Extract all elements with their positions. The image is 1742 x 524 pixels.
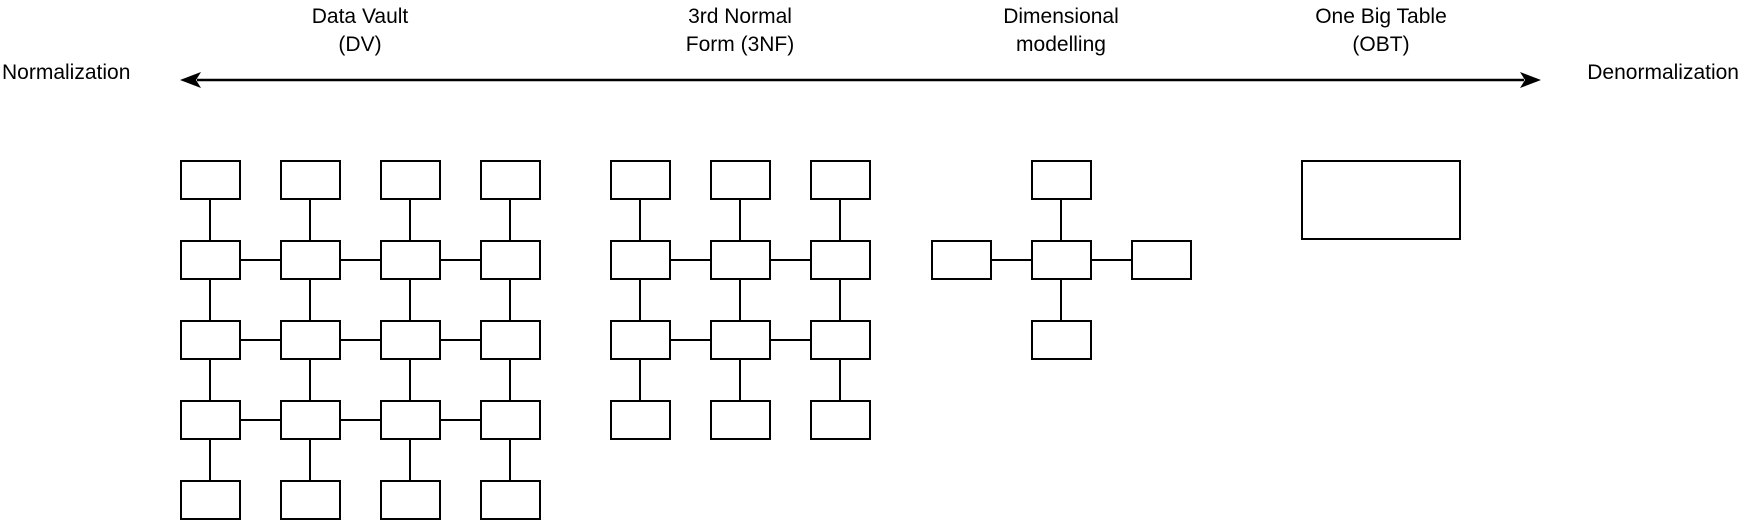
denormalization-label: Denormalization xyxy=(1587,61,1739,84)
connector-line xyxy=(839,200,841,240)
dimensional-modelling-dimension-table-box xyxy=(1031,160,1092,200)
connector-line xyxy=(639,280,641,320)
third-normal-form-table-box xyxy=(810,240,871,280)
connector-line xyxy=(241,259,280,261)
data-vault-table-box xyxy=(280,400,341,440)
third-normal-form-table-box xyxy=(610,320,671,360)
data-vault-table-box xyxy=(280,320,341,360)
connector-line xyxy=(509,440,511,480)
section-label-one-big-table: One Big Table (OBT) xyxy=(1315,3,1447,59)
section-label-line2: Form (3NF) xyxy=(685,33,795,56)
connector-line xyxy=(441,259,480,261)
connector-line xyxy=(409,360,411,400)
connector-line xyxy=(509,200,511,240)
normalization-label: Normalization xyxy=(2,61,131,84)
third-normal-form-table-box xyxy=(610,160,671,200)
section-label-line2: modelling xyxy=(1016,33,1106,56)
connector-line xyxy=(771,339,810,341)
data-vault-table-box xyxy=(480,240,541,280)
data-vault-table-box xyxy=(280,480,341,520)
connector-line xyxy=(309,440,311,480)
data-vault-table-box xyxy=(380,320,441,360)
data-vault-table-box xyxy=(280,240,341,280)
data-vault-table-box xyxy=(480,160,541,200)
connector-line xyxy=(209,440,211,480)
third-normal-form-table-box xyxy=(710,320,771,360)
dimensional-modelling-fact-table-box xyxy=(1031,240,1092,280)
connector-line xyxy=(441,339,480,341)
connector-line xyxy=(309,200,311,240)
dimensional-modelling-dimension-table-box xyxy=(931,240,992,280)
connector-line xyxy=(441,419,480,421)
connector-line xyxy=(739,280,741,320)
connector-line xyxy=(1060,200,1062,240)
connector-line xyxy=(241,419,280,421)
data-vault-table-box xyxy=(180,160,241,200)
connector-line xyxy=(209,280,211,320)
third-normal-form-table-box xyxy=(710,400,771,440)
dimensional-modelling-dimension-table-box xyxy=(1031,320,1092,360)
section-label-dimensional-modelling: Dimensional modelling xyxy=(1003,3,1119,59)
connector-line xyxy=(771,259,810,261)
third-normal-form-table-box xyxy=(610,240,671,280)
third-normal-form-table-box xyxy=(810,400,871,440)
section-label-line1: Dimensional xyxy=(1003,5,1119,28)
section-label-third-normal-form: 3rd Normal Form (3NF) xyxy=(686,3,795,59)
section-label-line2: (DV) xyxy=(338,33,382,56)
connector-line xyxy=(341,339,380,341)
connector-line xyxy=(209,360,211,400)
connector-line xyxy=(739,360,741,400)
data-vault-table-box xyxy=(380,480,441,520)
arrow-head-right xyxy=(1520,72,1541,88)
third-normal-form-table-box xyxy=(810,320,871,360)
connector-line xyxy=(671,339,710,341)
connector-line xyxy=(839,360,841,400)
data-vault-table-box xyxy=(380,160,441,200)
connector-line xyxy=(341,419,380,421)
data-vault-table-box xyxy=(480,400,541,440)
connector-line xyxy=(309,280,311,320)
data-vault-table-box xyxy=(480,480,541,520)
connector-line xyxy=(839,280,841,320)
connector-line xyxy=(509,360,511,400)
data-vault-table-box xyxy=(180,480,241,520)
section-label-line1: One Big Table xyxy=(1315,5,1447,28)
connector-line xyxy=(241,339,280,341)
connector-line xyxy=(1092,259,1131,261)
data-vault-table-box xyxy=(280,160,341,200)
connector-line xyxy=(739,200,741,240)
third-normal-form-table-box xyxy=(710,160,771,200)
data-vault-table-box xyxy=(180,320,241,360)
section-label-line2: (OBT) xyxy=(1352,33,1410,56)
one-big-table-one-big-table-box xyxy=(1301,160,1461,240)
third-normal-form-table-box xyxy=(610,400,671,440)
connector-line xyxy=(992,259,1031,261)
connector-line xyxy=(639,200,641,240)
connector-line xyxy=(309,360,311,400)
connector-line xyxy=(1060,280,1062,320)
section-label-line1: Data Vault xyxy=(311,5,409,28)
connector-line xyxy=(409,280,411,320)
arrow-head-left xyxy=(180,72,201,88)
data-vault-table-box xyxy=(380,400,441,440)
section-label-line1: 3rd Normal xyxy=(688,5,792,28)
data-vault-table-box xyxy=(480,320,541,360)
connector-line xyxy=(409,440,411,480)
connector-line xyxy=(409,200,411,240)
data-vault-table-box xyxy=(180,400,241,440)
data-vault-table-box xyxy=(180,240,241,280)
data-vault-table-box xyxy=(380,240,441,280)
section-label-data-vault: Data Vault (DV) xyxy=(312,3,409,59)
third-normal-form-table-box xyxy=(810,160,871,200)
dimensional-modelling-dimension-table-box xyxy=(1131,240,1192,280)
connector-line xyxy=(671,259,710,261)
connector-line xyxy=(341,259,380,261)
connector-line xyxy=(509,280,511,320)
third-normal-form-table-box xyxy=(710,240,771,280)
connector-line xyxy=(209,200,211,240)
connector-line xyxy=(639,360,641,400)
